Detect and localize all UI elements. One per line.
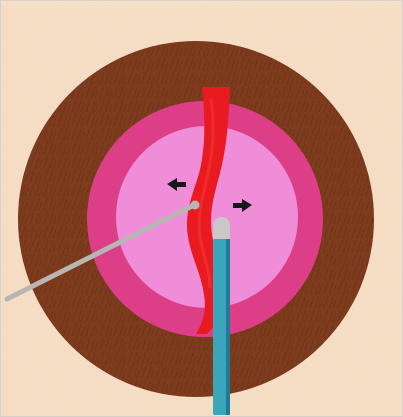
center-instrument-shadow bbox=[226, 239, 230, 415]
center-instrument-tip bbox=[213, 217, 230, 239]
left-probe-tip bbox=[191, 201, 200, 210]
center-instrument bbox=[213, 217, 230, 415]
